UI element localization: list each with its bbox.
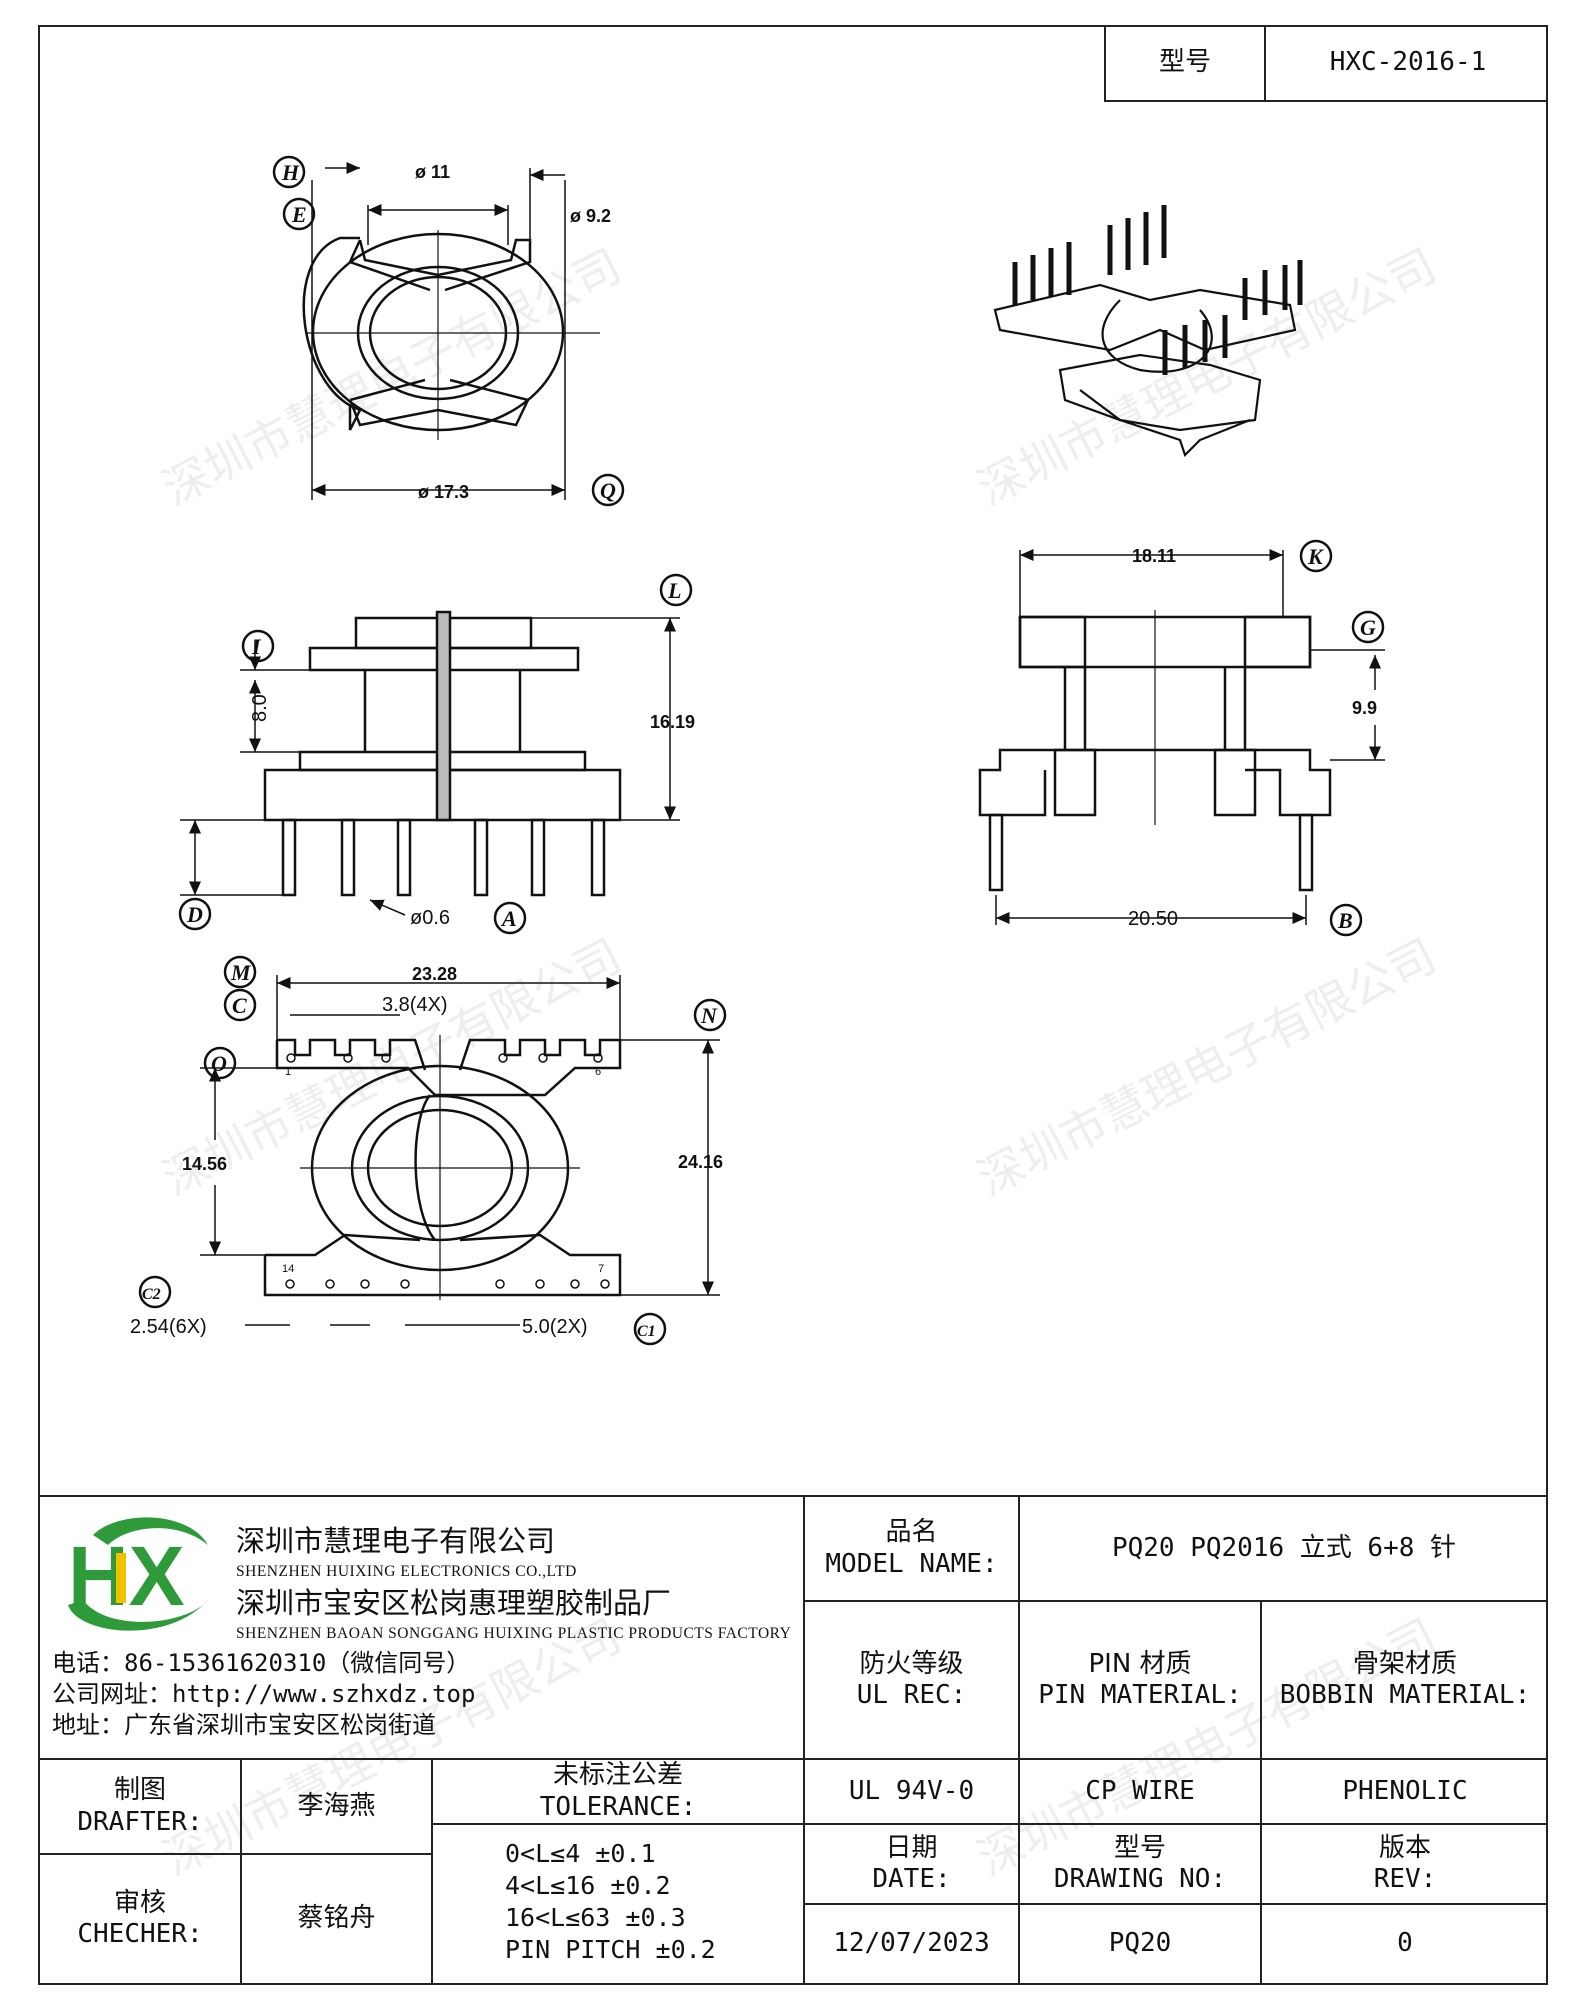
model-box: 型号 HXC-2016-1: [1104, 25, 1548, 102]
dim-99: 9.9: [1352, 698, 1377, 718]
label-g: G: [1360, 615, 1376, 640]
rev-header: 版本 REV:: [1373, 1832, 1437, 1894]
label-a: A: [500, 906, 517, 931]
tolerance-header: 未标注公差 TOLERANCE:: [539, 1760, 697, 1822]
contact-phone: 电话：86-15361620310（微信同号）: [52, 1649, 471, 1677]
contact-website: 公司网址：http://www.szhxdz.top: [52, 1680, 476, 1708]
dim-d92: ø 9.2: [570, 206, 611, 226]
pin-material-value: CP WIRE: [1085, 1775, 1195, 1806]
logo-text: HX: [68, 1529, 185, 1623]
date-header: 日期 DATE:: [872, 1832, 951, 1894]
bobbin-material-header: 骨架材质 BOBBIN MATERIAL:: [1279, 1648, 1531, 1710]
top-view: [272, 155, 625, 507]
model-value: HXC-2016-1: [1329, 46, 1487, 77]
pin-7: 7: [598, 1263, 604, 1275]
label-e: E: [291, 202, 307, 227]
pin-6: 6: [595, 1066, 601, 1078]
dim-d11: ø 11: [415, 162, 450, 182]
company-name-en: SHENZHEN HUIXING ELECTRONICS CO.,LTD: [236, 1563, 577, 1580]
isometric-view: [993, 205, 1303, 458]
technical-drawing: H E Q ø 11 ø 9.2 ø 17.3 L I D A 8.0 16.1…: [130, 155, 1385, 1346]
dim-pin-diameter: ø0.6: [410, 907, 450, 929]
model-label: 型号: [1158, 46, 1211, 77]
factory-name-cn: 深圳市宝安区松岗惠理塑胶制品厂: [236, 1586, 672, 1620]
checker-header: 审核 CHECHER:: [77, 1887, 203, 1949]
drawing-no-header: 型号 DRAWING NO:: [1053, 1832, 1227, 1894]
contact-address: 地址：广东省深圳市宝安区松岗街道: [52, 1711, 436, 1739]
tolerance-line: 0<L≤4 ±0.1: [505, 1839, 656, 1868]
label-n: N: [700, 1003, 718, 1028]
tolerance-list: 0<L≤4 ±0.1 4<L≤16 ±0.2 16<L≤63 ±0.3 PIN …: [505, 1838, 716, 1966]
label-c1: C1: [637, 1323, 656, 1340]
bottom-view: [138, 955, 727, 1346]
checker-value: 蔡铭舟: [297, 1903, 376, 1934]
ul-header: 防火等级 UL REC:: [856, 1648, 967, 1710]
label-b: B: [1337, 908, 1353, 933]
drafter-header: 制图 DRAFTER:: [77, 1775, 203, 1837]
pin-1: 1: [285, 1066, 291, 1078]
dim-254: 2.54(6X): [130, 1316, 207, 1338]
drawing-frame: [38, 25, 1548, 1985]
dim-8: 8.0: [249, 694, 271, 722]
rev-value: 0: [1397, 1928, 1413, 1959]
drawing-no-value: PQ20: [1108, 1928, 1172, 1959]
pin-14: 14: [282, 1263, 294, 1275]
pin-material-header: PIN 材质 PIN MATERIAL:: [1038, 1648, 1242, 1710]
tolerance-line: PIN PITCH ±0.2: [505, 1935, 716, 1964]
dim-2328: 23.28: [412, 964, 457, 984]
factory-name-en: SHENZHEN BAOAN SONGGANG HUIXING PLASTIC …: [236, 1625, 792, 1642]
ul-value: UL 94V-0: [848, 1775, 975, 1806]
label-q: Q: [600, 478, 616, 503]
dim-38: 3.8(4X): [382, 994, 448, 1016]
label-o: O: [211, 1051, 227, 1076]
label-c: C: [232, 993, 247, 1018]
label-c2: C2: [142, 1286, 161, 1303]
dim-d173: ø 17.3: [418, 482, 469, 502]
dim-2050: 20.50: [1128, 908, 1178, 930]
bobbin-material-value: PHENOLIC: [1342, 1775, 1468, 1806]
model-name-header: 品名 MODEL NAME:: [825, 1517, 998, 1579]
dim-50: 5.0(2X): [522, 1316, 588, 1338]
model-name-value: PQ20 PQ2016 立式 6+8 针: [1111, 1532, 1457, 1563]
label-h: H: [281, 160, 300, 185]
date-value: 12/07/2023: [833, 1928, 990, 1959]
tolerance-line: 16<L≤63 ±0.3: [505, 1903, 686, 1932]
front-view: [178, 573, 693, 935]
dim-2416: 24.16: [678, 1152, 723, 1172]
side-view: [978, 539, 1385, 937]
tolerance-line: 4<L≤16 ±0.2: [505, 1871, 671, 1900]
label-i: I: [251, 634, 262, 659]
company-logo: HX: [68, 1517, 208, 1631]
dim-1811: 18.11: [1132, 546, 1176, 566]
label-k: K: [1307, 544, 1324, 569]
dim-1456: 14.56: [182, 1154, 227, 1174]
label-m: M: [230, 960, 252, 985]
dim-1619: 16.19: [650, 712, 695, 732]
label-l: L: [667, 578, 681, 603]
label-d: D: [186, 902, 203, 927]
drafter-value: 李海燕: [297, 1790, 376, 1821]
company-name-cn: 深圳市慧理电子有限公司: [236, 1524, 556, 1558]
